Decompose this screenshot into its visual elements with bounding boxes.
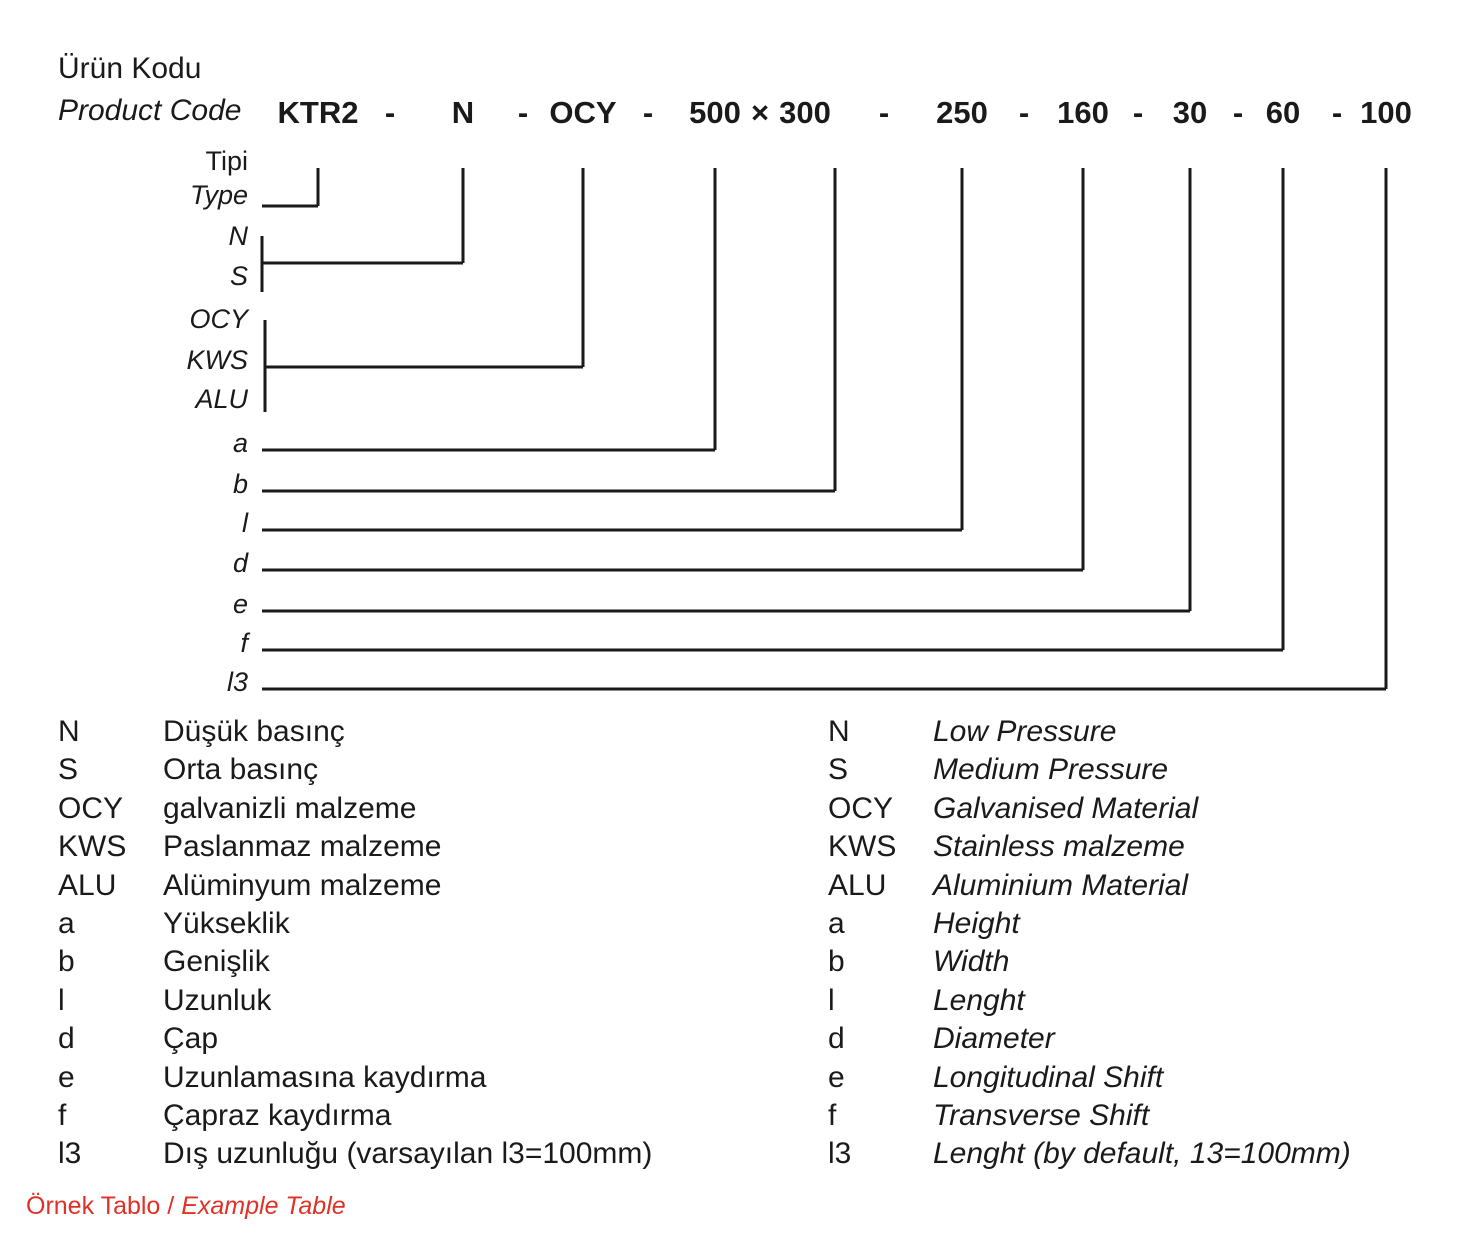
legend-value: Lenght (by default, 13=100mm): [933, 1137, 1351, 1171]
code-separator-5: -: [1132, 95, 1144, 130]
code-token-8: 30: [1172, 95, 1208, 130]
diagram-label-b: b: [232, 469, 248, 499]
legend-value: galvanizli malzeme: [163, 791, 417, 825]
legend-key: S: [58, 753, 79, 787]
code-token-4: ×: [750, 95, 770, 130]
code-token-6: 250: [936, 95, 988, 130]
legend-key: l3: [58, 1137, 82, 1171]
legend-key: ALU: [828, 868, 887, 902]
diagram-label-e: e: [232, 589, 248, 619]
legend-value: Paslanmaz malzeme: [163, 830, 442, 864]
code-token-0: KTR2: [277, 95, 359, 130]
code-separator-3: -: [878, 95, 890, 130]
caption-text-tr: Örnek Tablo: [26, 1192, 161, 1220]
legend-value: Çapraz kaydırma: [163, 1098, 392, 1132]
code-separator-7: -: [1331, 95, 1343, 130]
legend-value: Çap: [163, 1022, 219, 1056]
legend-value: Dış uzunluğu (varsayılan l3=100mm): [163, 1137, 653, 1171]
legend-key: OCY: [58, 791, 124, 825]
legend-key: a: [828, 906, 845, 940]
legend-value: Alüminyum malzeme: [163, 868, 442, 902]
legend-key: e: [828, 1060, 845, 1094]
product-code-label-en: Product Code: [58, 94, 242, 127]
legend-key: KWS: [828, 830, 897, 864]
code-separator-4: -: [1018, 95, 1030, 130]
leader-lines: [260, 168, 1388, 691]
legend-value: Width: [933, 945, 1010, 979]
legend-value: Orta basınç: [163, 753, 319, 787]
legend-value: Transverse Shift: [933, 1098, 1150, 1132]
legend-key: N: [828, 715, 850, 748]
code-token-7: 160: [1057, 95, 1109, 130]
diagram-label-f: f: [240, 628, 248, 658]
legend-value: Uzunlamasına kaydırma: [163, 1060, 487, 1094]
legend-key: f: [58, 1098, 67, 1132]
diagram-label-a: a: [232, 428, 248, 458]
legend-key: f: [828, 1098, 837, 1132]
code-separator-6: -: [1232, 95, 1244, 130]
legend-value: Low Pressure: [933, 715, 1117, 748]
legend-key: KWS: [58, 830, 127, 864]
code-token-5: 300: [779, 95, 831, 130]
legend-key: b: [58, 945, 75, 979]
legend-key: l: [828, 983, 835, 1017]
diagram-label-type: Type: [189, 180, 248, 210]
diagram-label-alu: ALU: [195, 384, 248, 414]
legend-key: ALU: [58, 868, 117, 902]
diagram-label-ocy: OCY: [189, 304, 248, 334]
code-token-9: 60: [1265, 95, 1301, 130]
legend-key: l3: [828, 1137, 852, 1171]
diagram-label-l: l: [242, 508, 248, 538]
legend-value: Düşük basınç: [163, 715, 345, 748]
diagram-label-kws: KWS: [186, 345, 248, 375]
legend-value: Stainless malzeme: [933, 830, 1185, 864]
caption-text-en: Example Table: [181, 1192, 346, 1220]
code-separator-1: -: [517, 95, 529, 130]
diagram-label-d: d: [232, 548, 248, 578]
legend-key: d: [828, 1022, 845, 1056]
legend-value: Medium Pressure: [933, 753, 1169, 787]
diagram-label-l3: l3: [226, 667, 248, 697]
legend-key: N: [58, 715, 80, 748]
legend-value: Longitudinal Shift: [933, 1060, 1164, 1094]
code-separator-2: -: [642, 95, 654, 130]
code-token-1: N: [451, 95, 475, 130]
caption-separator: /: [167, 1192, 175, 1220]
legend-value: Lenght: [933, 983, 1025, 1017]
legend-value: Yükseklik: [163, 906, 290, 940]
legend-key: d: [58, 1022, 75, 1056]
legend-key: a: [58, 906, 75, 940]
example-table-caption: Örnek Tablo / Example Table: [26, 1192, 346, 1221]
legend-value: Aluminium Material: [933, 868, 1189, 902]
legend-value: Genişlik: [163, 945, 270, 979]
legend-key: OCY: [828, 791, 894, 825]
legend-key: e: [58, 1060, 75, 1094]
code-token-2: OCY: [549, 95, 617, 130]
code-token-10: 100: [1360, 95, 1412, 130]
diagram-label-n: N: [228, 221, 249, 251]
code-token-3: 500: [689, 95, 741, 130]
diagram-label-tipi: Tipi: [205, 146, 248, 176]
legend-key: b: [828, 945, 845, 979]
product-code-header: Ürün Kodu Product Code KTR2 N OCY 500 × 300 25…: [0, 0, 1480, 145]
legend-key: l: [58, 983, 65, 1017]
diagram-label-s: S: [229, 261, 248, 291]
legend-value: Diameter: [933, 1022, 1055, 1056]
code-separator-0: -: [384, 95, 396, 130]
product-code-label-tr: Ürün Kodu: [58, 52, 202, 85]
legend-value: Galvanised Material: [933, 791, 1199, 825]
legend-value: Height: [933, 906, 1020, 940]
legend-key: S: [828, 753, 849, 787]
legend-value: Uzunluk: [163, 983, 272, 1017]
